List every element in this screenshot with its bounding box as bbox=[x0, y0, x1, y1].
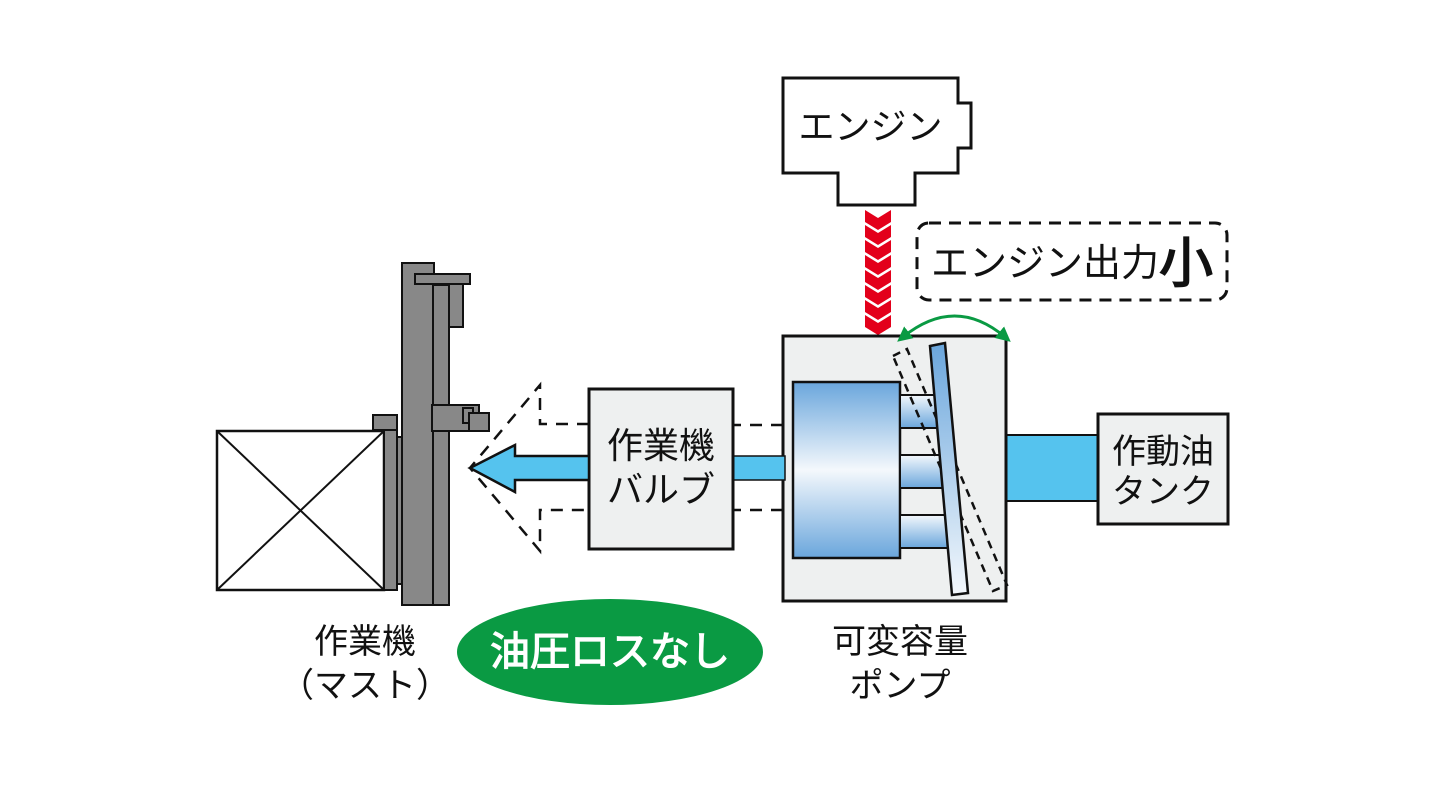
load-crate bbox=[215, 429, 386, 592]
engine-output-label: エンジン出力小 bbox=[917, 232, 1227, 297]
engine-output-emphasis: 小 bbox=[1159, 232, 1213, 295]
swash-angle-arrow bbox=[897, 314, 1011, 342]
valve-label-line1: 作業機 bbox=[606, 426, 715, 467]
pump-label-line1: 可変容量 bbox=[832, 622, 968, 662]
swash-plate-max-outline bbox=[891, 347, 1009, 593]
valve-pump-pipe bbox=[732, 455, 786, 481]
tank-pipe bbox=[1004, 434, 1101, 502]
oil-flow-arrow bbox=[467, 442, 591, 495]
tank-box bbox=[1096, 412, 1230, 526]
pump-cylinder-block bbox=[791, 380, 902, 560]
badge-label: 油圧ロスなし bbox=[490, 629, 730, 675]
pump-piston bbox=[899, 454, 946, 489]
tank-label: 作動油 タンク bbox=[1098, 432, 1228, 512]
tank-label-line2: タンク bbox=[1112, 472, 1214, 512]
pump-piston bbox=[899, 514, 949, 549]
engine-label: エンジン bbox=[798, 107, 943, 148]
mast-label: 作業機 （マスト） bbox=[270, 620, 460, 708]
no-hydraulic-loss-badge bbox=[457, 599, 763, 705]
engine-box bbox=[781, 76, 973, 207]
pump-label-line2: ポンプ bbox=[849, 666, 951, 706]
pump-label: 可変容量 ポンプ bbox=[790, 620, 1010, 708]
tank-label-line1: 作動油 bbox=[1112, 432, 1214, 472]
engine-power-arrows bbox=[865, 210, 891, 335]
engine-output-callout bbox=[915, 221, 1229, 302]
valve-box bbox=[587, 387, 735, 551]
mast-label-line1: 作業機 bbox=[314, 622, 416, 662]
swash-plate bbox=[928, 341, 970, 597]
mast-label-line2: （マスト） bbox=[280, 666, 450, 706]
engine-output-text: エンジン出力 bbox=[930, 241, 1159, 285]
valve-label: 作業機 バルブ bbox=[589, 425, 733, 513]
mast bbox=[372, 262, 490, 606]
valve-label-line2: バルブ bbox=[606, 470, 715, 511]
